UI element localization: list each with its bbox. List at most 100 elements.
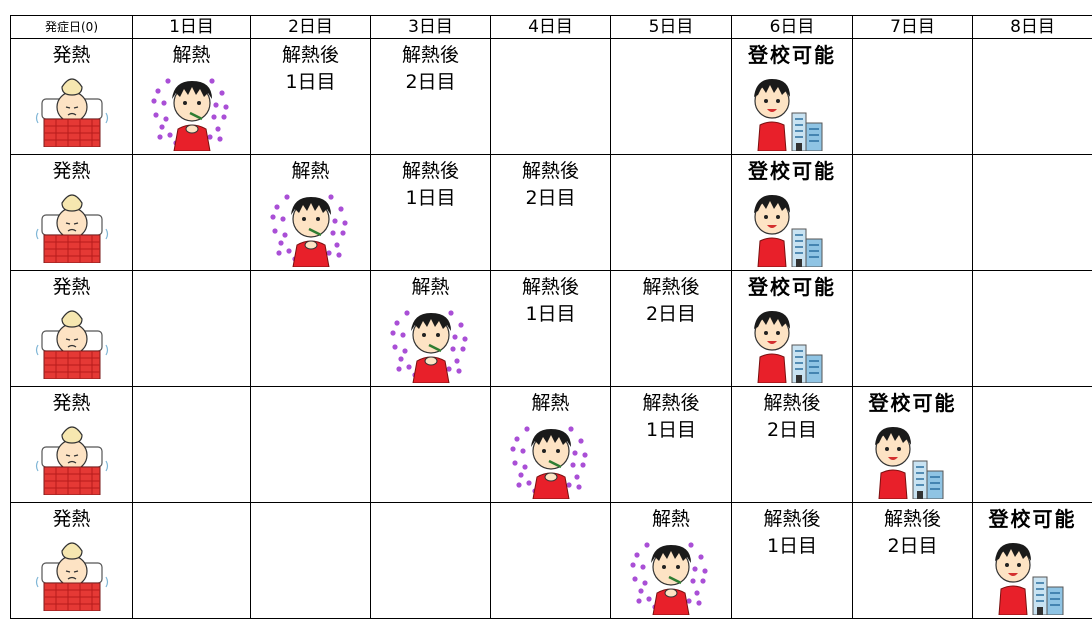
schedule-cell: 解熱 — [133, 39, 251, 155]
schedule-cell: 登校可能 — [732, 271, 853, 387]
recovering-child-with-thermometer-icon — [509, 417, 593, 499]
schedule-cell — [853, 39, 973, 155]
schedule-cell — [251, 271, 371, 387]
header-day-6: 6日目 — [732, 16, 853, 39]
sick-child-in-bed-icon — [32, 301, 112, 379]
schedule-table: 発症日(0) 1日目 2日目 3日目 4日目 5日目 6日目 7日目 8日目 発… — [10, 15, 1092, 619]
sick-child-in-bed-icon — [32, 185, 112, 263]
fever-down-label: 解熱 — [491, 387, 610, 417]
header-day-7: 7日目 — [853, 16, 973, 39]
after-fever-label: 解熱後 — [732, 387, 852, 417]
recovering-child-with-thermometer-icon — [150, 69, 234, 151]
recovering-child-with-thermometer-icon — [629, 533, 713, 615]
fever-label: 発熱 — [11, 155, 132, 185]
child-ready-for-school-icon — [859, 417, 949, 499]
after-day-label: 2日目 — [371, 69, 490, 96]
recovering-child-with-thermometer-icon — [389, 301, 473, 383]
school-ok-label: 登校可能 — [853, 387, 972, 417]
schedule-cell — [251, 387, 371, 503]
header-day-5: 5日目 — [611, 16, 732, 39]
schedule-cell — [611, 155, 732, 271]
after-fever-label: 解熱後 — [732, 503, 852, 533]
sick-child-in-bed-icon — [32, 417, 112, 495]
schedule-cell — [973, 387, 1092, 503]
fever-label: 発熱 — [11, 503, 132, 533]
after-day-label: 1日目 — [251, 69, 370, 96]
schedule-cell: 発熱 — [11, 387, 133, 503]
child-ready-for-school-icon — [738, 69, 828, 151]
schedule-cell: 解熱 — [251, 155, 371, 271]
recovering-child-with-thermometer-icon — [269, 185, 353, 267]
schedule-cell — [973, 39, 1092, 155]
schedule-cell — [133, 271, 251, 387]
after-day-label: 2日目 — [491, 185, 610, 212]
schedule-cell: 発熱 — [11, 503, 133, 619]
schedule-cell — [251, 503, 371, 619]
schedule-cell — [853, 155, 973, 271]
schedule-cell: 発熱 — [11, 155, 133, 271]
header-day-1: 1日目 — [133, 16, 251, 39]
header-day-4: 4日目 — [491, 16, 611, 39]
schedule-cell: 解熱 — [611, 503, 732, 619]
school-ok-label: 登校可能 — [732, 271, 852, 301]
after-fever-label: 解熱後 — [371, 39, 490, 69]
after-day-label: 1日目 — [611, 417, 731, 444]
header-day-0: 発症日(0) — [11, 16, 133, 39]
schedule-cell — [371, 503, 491, 619]
after-day-label: 2日目 — [611, 301, 731, 328]
header-day-3: 3日目 — [371, 16, 491, 39]
after-fever-label: 解熱後 — [853, 503, 972, 533]
schedule-cell: 登校可能 — [853, 387, 973, 503]
header-day-8: 8日目 — [973, 16, 1092, 39]
after-fever-label: 解熱後 — [251, 39, 370, 69]
schedule-cell — [133, 503, 251, 619]
school-ok-label: 登校可能 — [732, 39, 852, 69]
school-ok-label: 登校可能 — [973, 503, 1092, 533]
schedule-cell — [973, 271, 1092, 387]
header-day-2: 2日目 — [251, 16, 371, 39]
fever-down-label: 解熱 — [133, 39, 250, 69]
child-ready-for-school-icon — [738, 185, 828, 267]
after-day-label: 1日目 — [371, 185, 490, 212]
schedule-cell — [491, 39, 611, 155]
schedule-cell — [611, 39, 732, 155]
fever-label: 発熱 — [11, 387, 132, 417]
after-day-label: 2日目 — [732, 417, 852, 444]
fever-label: 発熱 — [11, 271, 132, 301]
schedule-cell: 登校可能 — [732, 155, 853, 271]
after-fever-label: 解熱後 — [491, 155, 610, 185]
schedule-cell — [491, 503, 611, 619]
fever-down-label: 解熱 — [611, 503, 731, 533]
schedule-cell: 登校可能 — [973, 503, 1092, 619]
sick-child-in-bed-icon — [32, 533, 112, 611]
schedule-cell: 発熱 — [11, 271, 133, 387]
after-fever-label: 解熱後 — [611, 387, 731, 417]
fever-down-label: 解熱 — [371, 271, 490, 301]
after-fever-label: 解熱後 — [371, 155, 490, 185]
schedule-cell: 解熱 — [491, 387, 611, 503]
child-ready-for-school-icon — [738, 301, 828, 383]
header-row: 発症日(0) 1日目 2日目 3日目 4日目 5日目 6日目 7日目 8日目 — [11, 16, 1092, 39]
schedule-cell — [973, 155, 1092, 271]
schedule-cell — [133, 155, 251, 271]
school-ok-label: 登校可能 — [732, 155, 852, 185]
child-ready-for-school-icon — [979, 533, 1069, 615]
after-day-label: 1日目 — [491, 301, 610, 328]
after-fever-label: 解熱後 — [611, 271, 731, 301]
